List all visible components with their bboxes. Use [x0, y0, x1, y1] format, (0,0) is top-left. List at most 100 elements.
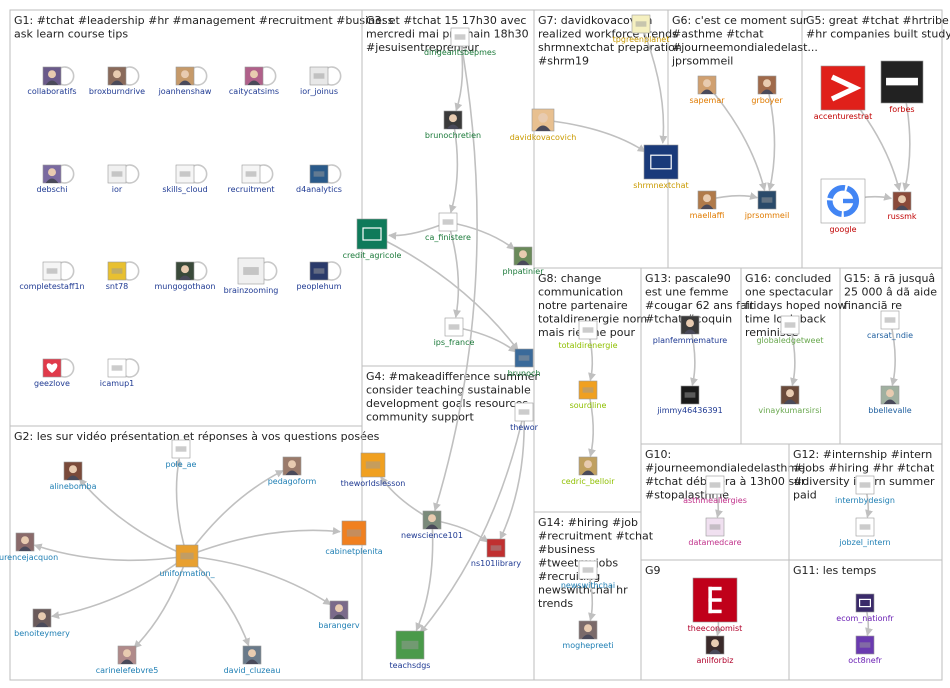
logo-icon [237, 257, 265, 285]
node-datamedcare[interactable]: datamedcare [688, 517, 742, 547]
group-title-g12: #jobs #hiring #hr #tchat [793, 462, 935, 475]
node-maellaffi[interactable]: maellaffi [690, 190, 725, 220]
logo-icon [309, 261, 329, 281]
node-recruitment[interactable]: recruitment [227, 164, 275, 194]
self-loop [58, 164, 75, 184]
node-ior_joinus[interactable]: ior_joinus [300, 66, 342, 96]
node-vinaykumarsirsi[interactable]: vinaykumarsirsi [758, 385, 822, 415]
node-google[interactable]: google [820, 178, 866, 234]
node-newscience101[interactable]: newscience101 [401, 510, 463, 540]
node-sourdline[interactable]: sourdline [570, 380, 607, 410]
group-title-g6: #journeemondialedelast... [672, 41, 818, 54]
node-icamup1[interactable]: icamup1 [100, 358, 140, 388]
node-label: caitycatsims [229, 87, 279, 96]
edge-davidkovacovich-shrmnextchat [542, 119, 646, 153]
node-thewor[interactable]: thewor [510, 402, 539, 432]
group-box-g16 [740, 267, 841, 445]
node-d4analytics[interactable]: d4analytics [296, 164, 342, 194]
node-brunochretien[interactable]: brunochretien [425, 110, 481, 140]
node-peoplehum[interactable]: peoplehum [296, 261, 342, 291]
node-oct8nefr[interactable]: oct8nefr [848, 635, 883, 665]
node-label: cabinetplenita [325, 547, 382, 556]
node-anilforbiz[interactable]: anilforbiz [697, 635, 734, 665]
logo-icon [241, 164, 261, 184]
person-photo-icon [513, 246, 533, 266]
node-label: ns101library [471, 559, 522, 568]
node-collaboratifs[interactable]: collaboratifs [27, 66, 77, 96]
node-brunoch[interactable]: brunoch [508, 348, 541, 378]
node-label: joanhenshaw [158, 87, 212, 96]
node-pedagoform[interactable]: pedagoform [268, 456, 317, 486]
node-tpgreenplanet[interactable]: tpgreenplanet [613, 14, 670, 44]
node-ns101library[interactable]: ns101library [471, 538, 522, 568]
node-carsat_ndie[interactable]: carsat_ndie [867, 310, 913, 340]
node-theeconomist[interactable]: theeconomist [688, 577, 743, 633]
node-ecom_nationfr[interactable]: ecom_nationfr [836, 593, 894, 623]
node-ca_finistere[interactable]: ca_finistere [425, 212, 471, 242]
group-title-g4: community support [366, 411, 474, 424]
node-shrmnextchat[interactable]: shrmnextchat [633, 144, 689, 190]
node-phpatinier[interactable]: phpatinier [503, 246, 545, 276]
node-globaledgetweet[interactable]: globaledgetweet [756, 315, 824, 345]
node-totaldirenergie[interactable]: totaldirenergie [559, 320, 618, 350]
node-accenturestrat[interactable]: accenturestrat [814, 65, 873, 121]
node-ips_france[interactable]: ips_france [434, 317, 475, 347]
node-sapemar[interactable]: sapemar [689, 75, 725, 105]
node-newswithchai[interactable]: newswithchai [561, 560, 615, 590]
node-debschi[interactable]: debschi [37, 164, 75, 194]
node-snt78[interactable]: snt78 [106, 261, 140, 291]
node-geezlove[interactable]: geezlove [34, 358, 75, 388]
node-moghepreeti[interactable]: moghepreeti [562, 620, 614, 650]
group-title-g10: #tchat débutera à 13h00 sur [645, 475, 806, 488]
node-russmk[interactable]: russmk [887, 191, 917, 221]
node-credit_agricole[interactable]: credit_agricole [343, 218, 402, 260]
node-ior[interactable]: ior [107, 164, 140, 194]
self-loop [58, 358, 75, 378]
node-brainzooming[interactable]: brainzooming [224, 257, 279, 295]
node-label: laurencejacquon [0, 553, 58, 562]
node-benoiteymery[interactable]: benoiteymery [14, 608, 70, 638]
node-mungogothaon[interactable]: mungogothaon [155, 261, 216, 291]
node-label: pole_ae [166, 460, 197, 469]
node-teachsdgs[interactable]: teachsdgs [390, 630, 431, 670]
node-jobzel_intern[interactable]: jobzel_intern [838, 517, 891, 547]
person-photo-icon [780, 385, 800, 405]
node-grboyer[interactable]: grboyer [751, 75, 783, 105]
person-photo-icon [42, 66, 62, 86]
node-pole_ae[interactable]: pole_ae [166, 439, 197, 469]
node-uniformation_[interactable]: uniformation_ [159, 544, 216, 578]
node-forbes[interactable]: forbes [880, 60, 924, 114]
node-jimmy46436391[interactable]: jimmy46436391 [656, 385, 723, 415]
node-david_cluzeau[interactable]: david_cluzeau [224, 645, 281, 675]
node-asthmeallergies[interactable]: asthmeallergies [683, 475, 747, 505]
group-box-g14 [533, 511, 642, 681]
node-planfemmemature[interactable]: planfemmemature [653, 315, 728, 345]
node-label: internbydesign [835, 496, 895, 505]
node-theworldslesson[interactable]: theworldslesson [341, 452, 406, 488]
group-title-g8: G8: change [538, 272, 601, 285]
node-davidkovacovich[interactable]: davidkovacovich [510, 108, 577, 142]
node-laurencejacquon[interactable]: laurencejacquon [0, 532, 58, 562]
node-skills_cloud[interactable]: skills_cloud [162, 164, 208, 194]
node-internbydesign[interactable]: internbydesign [835, 475, 895, 505]
self-loop [325, 66, 342, 86]
group-title-g8: totaldirenergie nom [538, 313, 647, 326]
node-dirigeantsbepmes[interactable]: dirigeantsbepmes [424, 27, 496, 57]
node-broxburndrive[interactable]: broxburndrive [89, 66, 145, 96]
node-joanhenshaw[interactable]: joanhenshaw [158, 66, 212, 96]
node-alinebomba[interactable]: alinebomba [49, 461, 97, 491]
node-caitycatsims[interactable]: caitycatsims [229, 66, 279, 96]
node-cedric_belloir[interactable]: cedric_belloir [561, 456, 615, 486]
node-cabinetplenita[interactable]: cabinetplenita [325, 520, 383, 556]
self-loop [58, 261, 75, 281]
node-label: benoiteymery [14, 629, 70, 638]
group-boxes: G1: #tchat #leadership #hr #management #… [9, 9, 950, 681]
edge-credit_agricole-brunoch [371, 233, 519, 351]
edge-tpgreenplanet-shrmnextchat [640, 23, 668, 144]
node-jprsommeil[interactable]: jprsommeil [744, 190, 790, 220]
node-barangerv[interactable]: barangerv [318, 600, 360, 630]
node-label: debschi [37, 185, 68, 194]
node-completestaff1n[interactable]: completestaff1n [19, 261, 85, 291]
node-bbellevalle[interactable]: bbellevalle [868, 385, 912, 415]
node-carinelefebvre5[interactable]: carinelefebvre5 [96, 645, 159, 675]
